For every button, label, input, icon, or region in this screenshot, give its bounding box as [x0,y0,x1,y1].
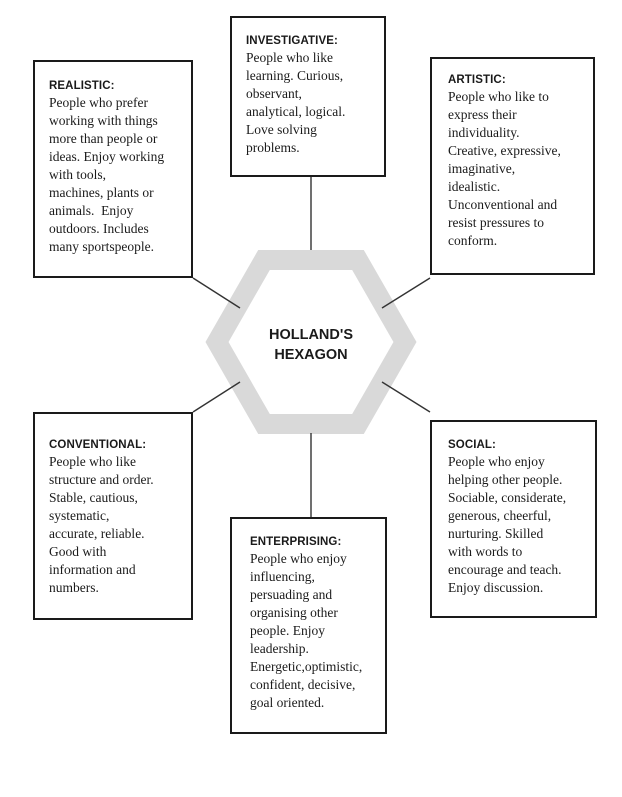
connector-conventional [192,381,241,413]
conventional-description: People who like structure and order. Stabl… [49,453,181,597]
investigative-description-line: observant, [246,86,302,101]
artistic-description-line: Unconventional and [448,197,558,212]
social-description-line: nurturing. Skilled [448,526,544,541]
enterprising-box: ENTERPRISING: People who enjoy influencin… [230,517,387,734]
enterprising-description: People who enjoy influencing, persuading a… [250,550,375,712]
center-title: HOLLAND'S HEXAGON [236,325,386,365]
conventional-description-line: numbers. [49,580,99,595]
enterprising-description-line: Energetic,optimistic, [250,659,363,674]
conventional-description-line: information and [49,562,136,577]
enterprising-description-line: People who enjoy [250,551,347,566]
realistic-description-line: many sportspeople. [49,239,154,254]
artistic-description-line: individuality. [448,125,520,140]
artistic-description-line: conform. [448,233,498,248]
social-description-line: encourage and teach. [448,562,562,577]
social-description-line: with words to [448,544,523,559]
conventional-description-line: structure and order. [49,472,154,487]
enterprising-description-line: goal oriented. [250,695,325,710]
social-description-line: helping other people. [448,472,563,487]
social-description: People who enjoy helping other people. Soc… [448,453,585,597]
realistic-title: REALISTIC: [49,80,115,92]
realistic-description-line: animals. Enjoy [49,203,134,218]
realistic-box: REALISTIC: People who prefer working with… [33,60,193,278]
hexagon-shape [205,250,417,434]
artistic-description-line: idealistic. [448,179,501,194]
artistic-box: ARTISTIC: People who like to express thei… [430,57,595,275]
center-title-line1: HOLLAND'S [269,327,353,343]
realistic-description-line: ideas. Enjoy working [49,149,165,164]
conventional-title: CONVENTIONAL: [49,439,147,451]
investigative-description-line: Love solving [246,122,317,137]
investigative-box: INVESTIGATIVE: People who like learning. … [230,16,386,177]
enterprising-description-line: people. Enjoy [250,623,325,638]
connector-realistic [192,277,241,309]
conventional-description-line: accurate, reliable. [49,526,145,541]
enterprising-description-line: confident, decisive, [250,677,356,692]
enterprising-description-line: leadership. [250,641,309,656]
social-description-line: generous, cheerful, [448,508,552,523]
center-title-line2: HEXAGON [274,347,348,363]
artistic-description-line: imaginative, [448,161,516,176]
realistic-description-line: People who prefer [49,95,148,110]
social-description-line: Sociable, considerate, [448,490,567,505]
investigative-description-line: learning. Curious, [246,68,344,83]
investigative-title: INVESTIGATIVE: [246,35,338,47]
conventional-box: CONVENTIONAL: People who like structure a… [33,412,193,620]
realistic-description-line: more than people or [49,131,158,146]
conventional-description-line: Good with [49,544,107,559]
enterprising-description-line: organising other [250,605,338,620]
investigative-description-line: problems. [246,140,300,155]
artistic-title: ARTISTIC: [448,74,506,86]
social-box: SOCIAL: People who enjoy helping other pe… [430,420,597,618]
realistic-description-line: outdoors. Includes [49,221,149,236]
artistic-description: People who like to express their individua… [448,88,583,250]
social-title: SOCIAL: [448,439,496,451]
conventional-description-line: People who like [49,454,136,469]
conventional-description-line: Stable, cautious, [49,490,138,505]
enterprising-description-line: influencing, [250,569,315,584]
social-description-line: Enjoy discussion. [448,580,544,595]
social-description-line: People who enjoy [448,454,545,469]
investigative-description: People who like learning. Curious, observa… [246,49,374,157]
investigative-description-line: People who like [246,50,333,65]
artistic-description-line: Creative, expressive, [448,143,561,158]
connector-social [381,381,431,413]
enterprising-description-line: persuading and [250,587,333,602]
investigative-description-line: analytical, logical. [246,104,346,119]
artistic-description-line: People who like to [448,89,549,104]
conventional-description-line: systematic, [49,508,110,523]
connector-artistic [381,277,431,309]
realistic-description: People who prefer working with things more… [49,94,181,256]
artistic-description-line: resist pressures to [448,215,544,230]
realistic-description-line: with tools, [49,167,107,182]
realistic-description-line: working with things [49,113,158,128]
artistic-description-line: express their [448,107,517,122]
enterprising-title: ENTERPRISING: [250,536,342,548]
realistic-description-line: machines, plants or [49,185,154,200]
